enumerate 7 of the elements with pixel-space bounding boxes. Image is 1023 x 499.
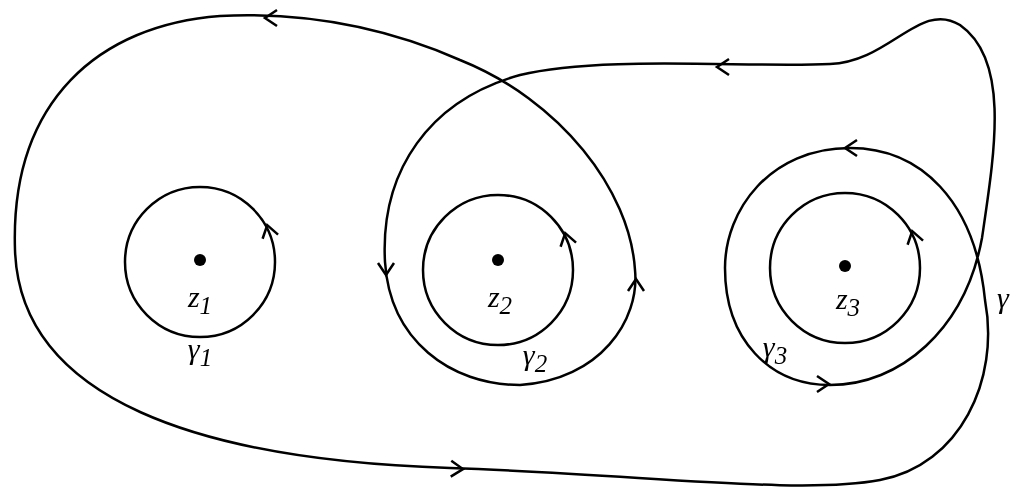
curve-label: γ$_{1}$ — [187, 334, 213, 370]
point-label: z$_{1}$ — [187, 282, 213, 318]
curve-label: γ$_{3}$ — [762, 332, 788, 368]
point-label: z$_{3}$ — [835, 284, 861, 320]
point-label: z$_{2}$ — [487, 282, 513, 318]
curve-label: γ$_{2}$ — [522, 340, 548, 376]
curve-label: γ — [997, 283, 1009, 313]
